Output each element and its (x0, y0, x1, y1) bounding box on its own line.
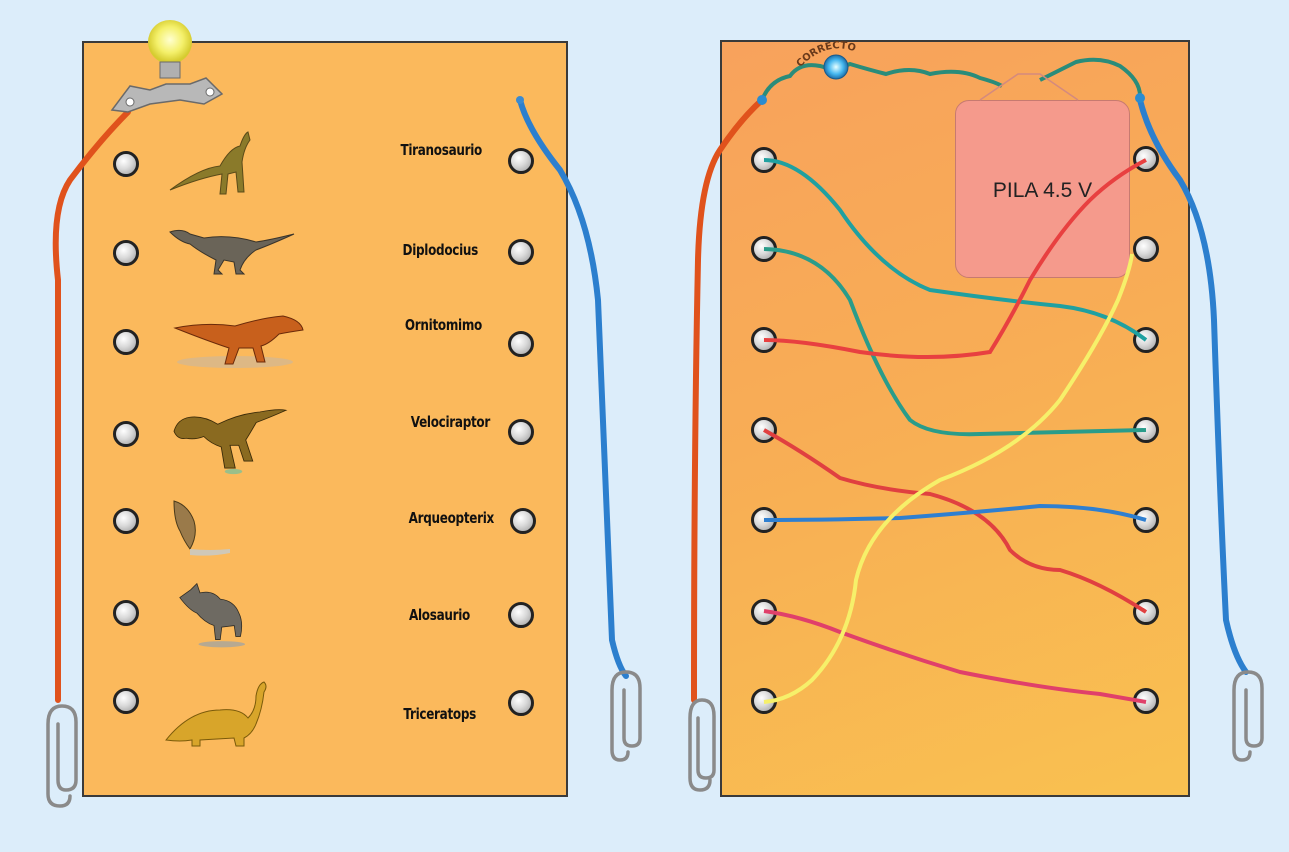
right-left-hole-2[interactable] (751, 236, 777, 262)
dino-label-2: Diplodocius (402, 241, 479, 259)
left-label-hole-2[interactable] (508, 239, 534, 265)
trex-icon (173, 409, 288, 475)
left-label-hole-6[interactable] (508, 602, 534, 628)
triceratops-icon (179, 582, 246, 648)
dino-label-1: Tiranosaurio (400, 141, 482, 159)
battery-label: PILA 4.5 V (992, 179, 1093, 202)
right-left-hole-4[interactable] (751, 417, 777, 443)
left-hole-3[interactable] (113, 329, 139, 355)
left-hole-5[interactable] (113, 508, 139, 534)
left-board (82, 41, 568, 797)
bird-icon (173, 500, 230, 556)
right-left-hole-7[interactable] (751, 688, 777, 714)
left-hole-2[interactable] (113, 240, 139, 266)
left-hole-7[interactable] (113, 688, 139, 714)
dino-label-4: Velociraptor (410, 413, 491, 431)
raptor-icon (169, 131, 251, 195)
raptor-icon (169, 229, 295, 275)
dino-label-3: Ornitomimo (404, 316, 482, 334)
left-hole-4[interactable] (113, 421, 139, 447)
right-right-hole-3[interactable] (1133, 327, 1159, 353)
right-right-hole-6[interactable] (1133, 599, 1159, 625)
dino-label-5: Arqueopterix (408, 509, 495, 527)
right-left-hole-6[interactable] (751, 599, 777, 625)
trex-icon (173, 315, 304, 368)
left-label-hole-3[interactable] (508, 331, 534, 357)
left-label-hole-5[interactable] (510, 508, 536, 534)
right-left-hole-1[interactable] (751, 147, 777, 173)
battery-box: PILA 4.5 V (955, 100, 1130, 278)
right-right-hole-1[interactable] (1133, 146, 1159, 172)
right-right-hole-2[interactable] (1133, 236, 1159, 262)
left-label-hole-1[interactable] (508, 148, 534, 174)
right-right-hole-4[interactable] (1133, 417, 1159, 443)
dino-label-6: Alosaurio (408, 606, 470, 624)
right-left-hole-5[interactable] (751, 507, 777, 533)
right-left-hole-3[interactable] (751, 327, 777, 353)
left-label-hole-4[interactable] (508, 419, 534, 445)
left-label-hole-7[interactable] (508, 690, 534, 716)
right-right-hole-7[interactable] (1133, 688, 1159, 714)
right-right-hole-5[interactable] (1133, 507, 1159, 533)
dino-label-7: Triceratops (403, 705, 476, 723)
left-hole-6[interactable] (113, 600, 139, 626)
left-hole-1[interactable] (113, 151, 139, 177)
sauropod-icon (165, 681, 267, 747)
